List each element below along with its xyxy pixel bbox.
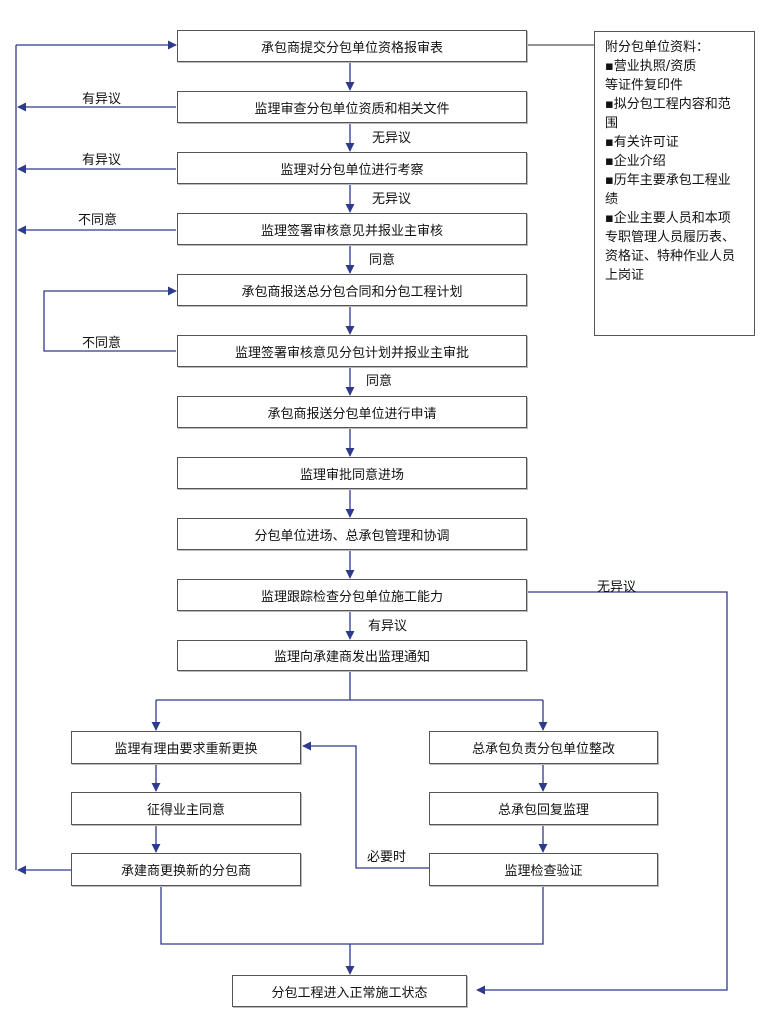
edge-label-disagree: 不同意 [82, 336, 122, 351]
flow-step-rectification: 总承包负责分包单位整改 [429, 731, 658, 764]
note-item: ▪企业介绍 [605, 154, 666, 169]
flow-step-submit-contract-plan: 承包商报送总分包合同和分包工程计划 [177, 274, 527, 306]
note-item: ▪有关许可证 [605, 135, 679, 150]
flow-step-owner-consent: 征得业主同意 [71, 792, 301, 825]
note-item: ▪营业执照/资质 [605, 59, 697, 74]
note-item: ▪企业主要人员和本项 [605, 211, 731, 226]
flow-step-sign-and-report-owner: 监理签署审核意见并报业主审核 [177, 213, 527, 245]
edge-label-objection: 有异议 [82, 153, 122, 168]
flow-step-inspect-subcontractor: 监理对分包单位进行考察 [177, 152, 527, 184]
flow-step-issue-notice: 监理向承建商发出监理通知 [177, 640, 527, 671]
flow-step-replace-subcontractor: 承建商更换新的分包商 [71, 853, 301, 886]
flow-step-verify: 监理检查验证 [429, 853, 658, 886]
edge-label-disagree: 不同意 [78, 213, 118, 228]
note-item: 专职管理人员履历表、 [605, 230, 736, 245]
flow-step-review-documents: 监理审查分包单位资质和相关文件 [177, 91, 527, 123]
note-item: 绩 [605, 192, 619, 207]
flow-step-approve-entry: 监理审批同意进场 [177, 457, 527, 489]
edge-label-objection: 有异议 [82, 92, 122, 107]
flow-step-require-replacement: 监理有理由要求重新更换 [71, 731, 301, 764]
edge-label-no-objection: 无异议 [597, 580, 637, 595]
note-item: 等证件复印件 [605, 78, 684, 93]
note-item: 围 [605, 116, 619, 131]
flow-step-reply-supervisor: 总承包回复监理 [429, 792, 658, 825]
flow-step-normal-construction: 分包工程进入正常施工状态 [232, 975, 467, 1007]
flow-step-submit-qualification: 承包商提交分包单位资格报审表 [177, 30, 527, 62]
edge-label-no-objection: 无异议 [372, 131, 412, 146]
edge-label-objection: 有异议 [368, 619, 408, 634]
edge-label-when-necessary: 必要时 [367, 850, 407, 865]
flow-step-track-capability: 监理跟踪检查分包单位施工能力 [177, 579, 527, 611]
flow-step-sign-plan-approval: 监理签署审核意见分包计划并报业主审批 [177, 335, 527, 367]
note-title: 附分包单位资料： [605, 40, 710, 55]
note-item: 资格证、特种作业人员 [605, 249, 736, 264]
flow-step-entry-coordination: 分包单位进场、总承包管理和协调 [177, 518, 527, 550]
attachment-note: 附分包单位资料： ▪营业执照/资质 等证件复印件 ▪拟分包工程内容和范 围 ▪有… [594, 31, 755, 336]
edge-label-no-objection: 无异议 [372, 192, 412, 207]
edge-label-agree: 同意 [366, 374, 393, 389]
flow-step-submit-application: 承包商报送分包单位进行申请 [177, 396, 527, 428]
note-item: ▪历年主要承包工程业 [605, 173, 731, 188]
note-item: ▪拟分包工程内容和范 [605, 97, 731, 112]
note-item: 上岗证 [605, 268, 645, 283]
edge-label-agree: 同意 [369, 253, 396, 268]
